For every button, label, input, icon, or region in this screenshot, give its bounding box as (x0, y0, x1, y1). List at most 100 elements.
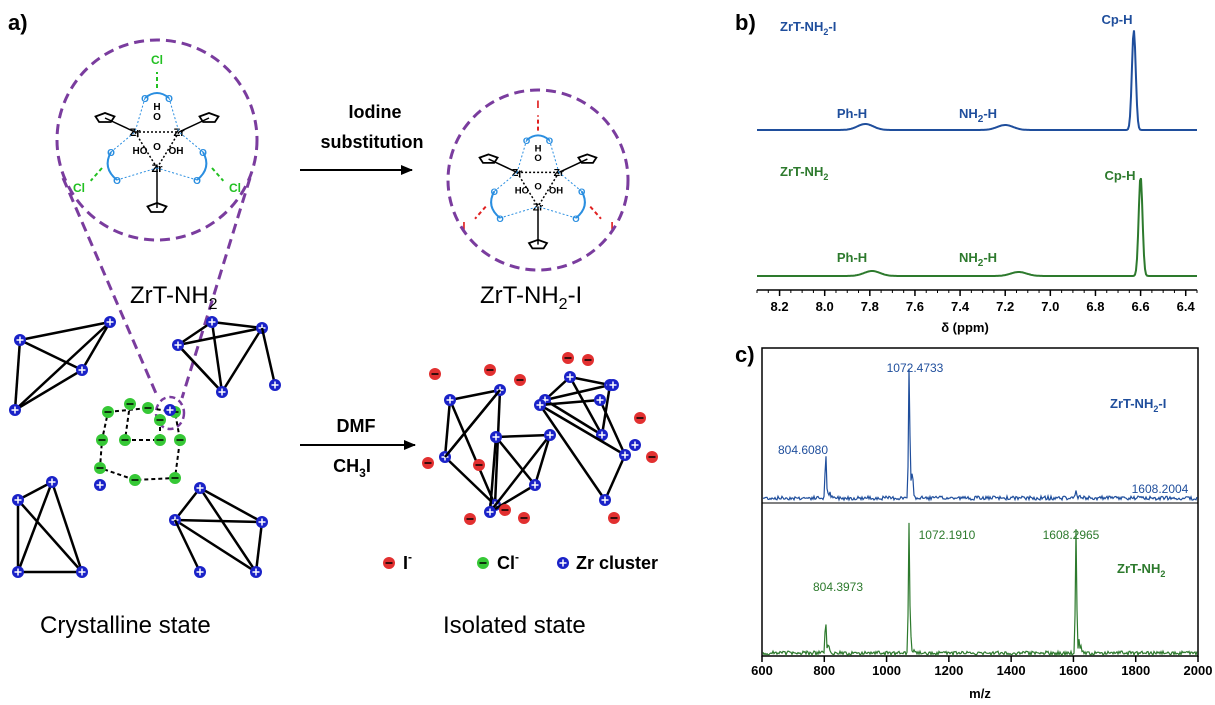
cage-edge (495, 436, 536, 486)
halogen-bond (211, 167, 225, 182)
ion-legend: I- Cl- Zr cluster (383, 550, 658, 573)
cage-edge (489, 434, 551, 513)
mu3-oxygen-atom: O (534, 182, 541, 193)
cage-edge (449, 388, 501, 402)
halogen-atom: I (611, 220, 614, 232)
legend-chloride-label: Cl- (497, 550, 519, 573)
ms-series-zrt-nh2-i (762, 368, 1198, 502)
cage-edge (211, 320, 263, 330)
coordination-bond (516, 139, 528, 173)
panel-label-b: b) (735, 10, 756, 35)
cage-edge (14, 368, 83, 412)
legend-zr-label: Zr cluster (576, 553, 658, 573)
zirconium-atom: Zr (512, 168, 522, 179)
nmr-tick-label: 7.4 (951, 299, 970, 314)
cage-edge (177, 344, 223, 393)
carboxylate-oxygen: O (193, 176, 201, 187)
arrow-top-line2: substitution (321, 132, 424, 152)
hydroxyl-h-atom: H (153, 102, 160, 113)
arrow-top-line1: Iodine (349, 102, 402, 122)
cage-edge (50, 481, 84, 573)
ms-series-zrt-nh2 (762, 522, 1198, 657)
mu3-oxygen-atom: O (153, 142, 161, 153)
nmr-green-cp-label: Cp-H (1104, 168, 1135, 183)
ms-title-green: ZrT-NH2 (1117, 561, 1165, 579)
cage-edge (199, 486, 263, 524)
isolated-state-label: Isolated state (443, 612, 586, 639)
cage-edge (220, 327, 264, 393)
cage-edge (598, 399, 627, 456)
cage-edge (173, 519, 202, 573)
ms-peak-label: 804.6080 (778, 443, 828, 457)
carboxylate-bridge (490, 190, 501, 219)
ms-tick-label: 1000 (872, 663, 901, 678)
cage-edge (177, 326, 263, 347)
panel-label-a: a) (8, 10, 28, 35)
nmr-tick-label: 6.8 (1086, 299, 1104, 314)
nmr-green-nh2-label: NH2-H (959, 250, 997, 269)
nmr-tick-label: 7.0 (1041, 299, 1059, 314)
cyclopentadienyl-ring (94, 112, 116, 123)
hydroxyl-left: HO (133, 146, 148, 157)
coordination-bond (558, 172, 583, 192)
cage-edge (539, 403, 626, 457)
cage-edge (17, 499, 83, 573)
cage-edge (174, 487, 201, 521)
zr-zr-bond (156, 131, 180, 169)
coordination-bond (116, 167, 158, 181)
cage-edge (443, 399, 452, 458)
left-molecule-structure: OOHHOOHZrZrZrOOClOOClOOCl (73, 53, 241, 213)
carboxylate-bridge (525, 134, 551, 141)
ms-peak-label: 1608.2004 (1132, 482, 1189, 496)
coordination-bond (493, 172, 518, 192)
ms-x-axis-label: m/z (969, 686, 991, 701)
bridging-oxygen-atom: O (534, 153, 541, 164)
nmr-tick-label: 7.6 (906, 299, 924, 314)
isolated-lattice (422, 352, 658, 525)
coordination-bond (499, 206, 539, 219)
carboxylate-bridge (106, 151, 118, 181)
cage-edge (538, 404, 607, 501)
cage-edge (19, 320, 111, 342)
left-complex-label: ZrT-NH2 (130, 282, 218, 313)
cage-edge (488, 436, 498, 513)
carboxylate-oxygen: O (199, 148, 207, 159)
hydroxyl-right: OH (549, 185, 563, 196)
ms-peak-label: 1072.1910 (919, 528, 976, 542)
cage-edge (444, 389, 501, 458)
nmr-tick-label: 7.2 (996, 299, 1014, 314)
nmr-tick-label: 7.8 (861, 299, 879, 314)
nmr-title-green: ZrT-NH2 (780, 164, 828, 182)
carboxylate-oxygen: O (113, 176, 121, 187)
magnifier-focus-ellipse (154, 395, 186, 431)
bridging-oxygen-atom: O (153, 112, 161, 123)
halogen-atom: Cl (151, 53, 163, 67)
coordination-bond (156, 167, 198, 181)
halogen-bond (474, 205, 487, 220)
cage-edge (495, 433, 551, 439)
zirconium-atom: Zr (130, 127, 142, 139)
cage-edge (210, 321, 224, 393)
ms-tick-label: 1200 (934, 663, 963, 678)
legend-iodide-label: I- (403, 550, 412, 573)
carboxylate-oxygen: O (107, 148, 115, 159)
panel-label-c: c) (735, 342, 755, 367)
carboxylate-bridge (144, 92, 170, 99)
nmr-series-zrt-nh2-i (757, 30, 1197, 131)
left-magnifier-circle (55, 38, 259, 242)
legend-chloride-symbol (477, 557, 489, 569)
halogen-bond (89, 167, 103, 182)
legend-iodide-symbol (383, 557, 395, 569)
ms-peak-label: 1072.4733 (887, 361, 944, 375)
cage-edge (17, 480, 53, 502)
ms-peak-labels: 804.60801072.47331608.2004804.39731072.1… (778, 361, 1189, 594)
nmr-tick-label: 6.4 (1177, 299, 1196, 314)
carboxylate-oxygen: O (578, 187, 585, 198)
right-magnifier-circle (446, 88, 630, 272)
coordination-bond (110, 131, 136, 153)
cyclopentadienyl-ring (527, 238, 549, 250)
hydroxyl-h-atom: H (535, 144, 542, 155)
